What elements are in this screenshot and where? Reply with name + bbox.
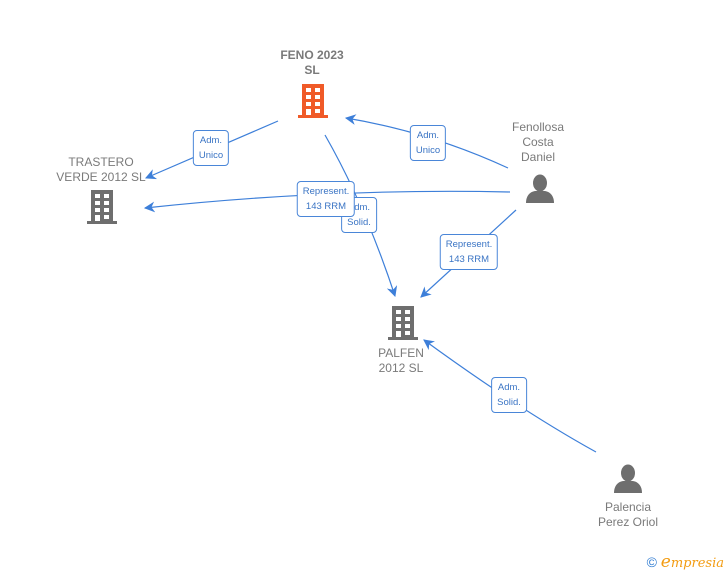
copyright-icon: © xyxy=(646,554,657,570)
relation-line: Solid. xyxy=(347,217,371,228)
relation-line: Unico xyxy=(415,145,441,156)
relation-box-palencia-palfen[interactable]: Adm. Solid. xyxy=(491,377,527,413)
node-label-line: Perez Oriol xyxy=(597,515,659,529)
relation-line: Unico xyxy=(198,150,224,161)
relation-line: Represent. xyxy=(302,186,350,197)
building-icon[interactable] xyxy=(388,306,418,340)
relation-line: Adm. xyxy=(347,202,371,213)
logo-text: mpresia xyxy=(670,556,724,571)
relation-line: Adm. xyxy=(199,135,223,146)
empresia-logo: empresia xyxy=(661,552,724,572)
relation-box-fenollosa-feno[interactable]: Adm. Unico xyxy=(409,125,447,161)
node-label-line: Costa xyxy=(522,135,554,149)
person-icon[interactable] xyxy=(526,174,554,204)
node-label-line: FENO 2023 xyxy=(280,48,344,62)
node-label-line: Palencia xyxy=(604,500,652,514)
relation-box-fenollosa-trastero[interactable]: Represent. 143 RRM xyxy=(296,181,356,217)
building-icon[interactable] xyxy=(87,190,117,224)
node-label-line: TRASTERO xyxy=(68,155,134,169)
node-label-line: 2012 SL xyxy=(378,361,424,375)
person-icon[interactable] xyxy=(614,464,642,494)
node-label-line: Daniel xyxy=(520,150,556,164)
relation-box-fenollosa-palfen[interactable]: Represent. 143 RRM xyxy=(439,234,499,270)
relation-line: 143 RRM xyxy=(305,201,347,212)
relation-line: Solid. xyxy=(497,397,521,408)
node-label-trastero-verde-2012-sl[interactable]: TRASTERO VERDE 2012 SL xyxy=(56,155,145,185)
node-label-line: PALFEN xyxy=(378,346,424,360)
node-label-palfen-2012-sl[interactable]: PALFEN 2012 SL xyxy=(378,346,424,376)
relation-line: Adm. xyxy=(416,130,440,141)
node-label-palencia-perez-oriol[interactable]: Palencia Perez Oriol xyxy=(598,500,658,530)
node-label-fenollosa-costa-daniel[interactable]: Fenollosa Costa Daniel xyxy=(512,120,564,165)
relation-line: 143 RRM xyxy=(448,254,490,265)
empresia-copyright[interactable]: © empresia xyxy=(647,552,724,572)
relation-line: Represent. xyxy=(445,239,493,250)
node-label-feno-2023-sl[interactable]: FENO 2023 SL xyxy=(280,48,343,78)
relation-box-feno-trastero[interactable]: Adm. Unico xyxy=(192,130,230,166)
relation-line: Adm. xyxy=(497,382,521,393)
node-label-line: SL xyxy=(304,63,320,77)
node-label-line: Fenollosa xyxy=(511,120,565,134)
node-label-line: VERDE 2012 SL xyxy=(56,170,146,184)
logo-initial: e xyxy=(660,552,671,572)
building-icon[interactable] xyxy=(298,84,328,118)
